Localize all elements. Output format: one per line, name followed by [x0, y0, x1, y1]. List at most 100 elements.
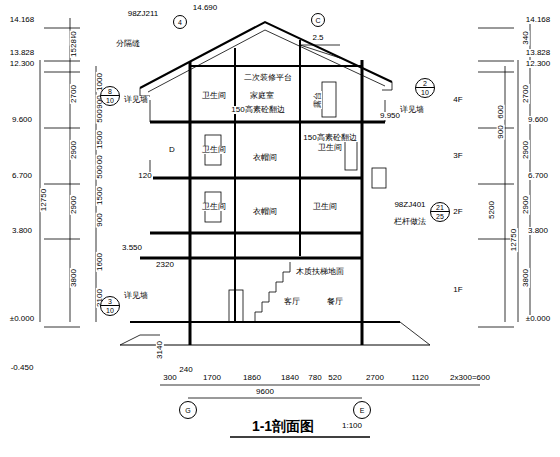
- drawing-label: 2x300=600: [449, 374, 491, 382]
- drawing-label: 家庭室: [249, 92, 275, 100]
- callout-number: 4: [174, 19, 186, 26]
- drawing-label: 4F: [452, 96, 463, 104]
- drawing-label: 2900: [522, 195, 530, 215]
- drawing-label: 3800: [70, 268, 78, 288]
- callout-number: G: [180, 407, 196, 414]
- drawing-label: 300: [162, 374, 177, 382]
- callout-number: 2: [416, 80, 434, 87]
- drawing-label: 3140: [156, 340, 164, 360]
- drawing-label: 露台: [314, 91, 322, 109]
- drawing-label: 分隔缝: [115, 40, 141, 48]
- drawing-label: 2700: [522, 84, 530, 104]
- callout-number: 21: [431, 204, 449, 211]
- drawing-label: 520: [327, 374, 342, 382]
- drawing-label: 2.5: [311, 34, 324, 42]
- drawing-label: 9600: [255, 388, 275, 396]
- drawing-label: 卫生间: [201, 146, 227, 154]
- drawing-label: 卫生间: [201, 92, 227, 100]
- drawing-label: 3.550: [121, 244, 143, 252]
- drawing-label: ±0.000: [9, 315, 35, 323]
- drawing-label: 卫生间: [201, 203, 227, 211]
- drawing-label: 详见墙: [123, 96, 149, 104]
- drawing-label: 卫生间: [317, 144, 343, 152]
- drawing-label: 12750: [510, 228, 518, 252]
- drawing-label: 13.828: [9, 49, 35, 57]
- drawing-label: 2700: [70, 84, 78, 104]
- drawing-label: 1528: [70, 38, 78, 58]
- callout-circle: 2125: [430, 202, 450, 222]
- drawing-label: 6.700: [527, 172, 549, 180]
- drawing-label: 木质扶梯地面: [295, 268, 345, 276]
- drawing-label: 6.700: [11, 172, 33, 180]
- drawing-label: 12750: [40, 188, 48, 212]
- callout-circle: 810: [100, 86, 120, 106]
- drawing-label: 240: [178, 366, 193, 374]
- drawing-label: 餐厅: [326, 298, 344, 306]
- drawing-label: 3.800: [527, 227, 549, 235]
- drawing-label: ±0.000: [525, 315, 551, 323]
- axis-circle: 4: [173, 15, 187, 29]
- drawing-label: 14.168: [525, 16, 551, 24]
- axis-circle: C: [311, 13, 325, 27]
- drawing-label: 2900: [70, 195, 78, 215]
- axis-circle: E: [353, 401, 371, 419]
- drawing-label: D: [168, 146, 176, 154]
- drawing-label: 12.300: [525, 60, 551, 68]
- drawing-label: 9.600: [11, 116, 33, 124]
- drawing-label: 2700: [365, 374, 385, 382]
- drawing-label: 150高素砼翻边: [230, 106, 285, 114]
- drawing-label: 3800: [522, 268, 530, 288]
- drawing-label: 13.828: [525, 49, 551, 57]
- drawing-label: 9.600: [527, 116, 549, 124]
- drawing-label: 客厅: [283, 298, 301, 306]
- drawing-label: 1700: [202, 374, 222, 382]
- drawing-label: 12.300: [9, 60, 35, 68]
- drawing-label: 14.168: [9, 16, 35, 24]
- drawing-label: 2320: [155, 261, 175, 269]
- drawing-label: 98ZJ211: [127, 10, 160, 18]
- callout-circle: 210: [415, 78, 435, 98]
- callout-number: 10: [416, 87, 434, 96]
- callout-number: 3: [101, 298, 119, 305]
- callout-number: E: [354, 407, 370, 414]
- drawing-label: 1F: [452, 286, 463, 294]
- drawing-label: 2900: [70, 140, 78, 160]
- axis-circle: G: [179, 401, 197, 419]
- drawing-title: 1-1剖面图: [251, 419, 315, 433]
- callout-circle: 310: [100, 296, 120, 316]
- drawing-label: 1600: [96, 252, 104, 272]
- drawing-label: 120: [137, 172, 152, 180]
- drawing-label: 栏杆做法: [393, 218, 427, 226]
- drawing-label: 卫生间: [312, 203, 338, 211]
- callout-number: 8: [101, 88, 119, 95]
- drawing-label: 900: [96, 212, 104, 227]
- drawing-label: 780: [307, 374, 322, 382]
- drawing-label: 衣帽间: [252, 208, 278, 216]
- callout-number: C: [312, 17, 324, 24]
- drawing-label: 详见墙: [123, 292, 149, 300]
- drawing-label: 14.690: [192, 4, 218, 12]
- drawing-label: 1840: [280, 374, 300, 382]
- callout-number: 25: [431, 211, 449, 220]
- drawing-label: 150高素砼翻边: [302, 134, 357, 142]
- drawing-label: 1500: [96, 130, 104, 150]
- drawing-label: 340: [522, 30, 530, 45]
- drawing-label: 3F: [452, 152, 463, 160]
- drawing-label: 2F: [452, 208, 463, 216]
- drawing-label: 500: [96, 108, 104, 123]
- drawing-label: 2900: [522, 140, 530, 160]
- drawing-label: 1120: [410, 374, 429, 382]
- drawing-label: 9.950: [379, 112, 401, 120]
- drawing-label: 500: [96, 164, 104, 179]
- drawing-label: 5200: [488, 200, 496, 220]
- drawing-label: 900: [497, 124, 505, 139]
- drawing-label: 98ZJ401: [393, 201, 426, 209]
- drawing-label: 1500: [96, 186, 104, 206]
- drawing-label: 1860: [242, 374, 262, 382]
- drawing-label: 600: [497, 104, 505, 119]
- drawing-label: 1:100: [341, 422, 363, 430]
- drawing-label: 衣帽间: [252, 154, 278, 162]
- callout-number: 10: [101, 305, 119, 314]
- drawing-label: -0.450: [10, 364, 35, 372]
